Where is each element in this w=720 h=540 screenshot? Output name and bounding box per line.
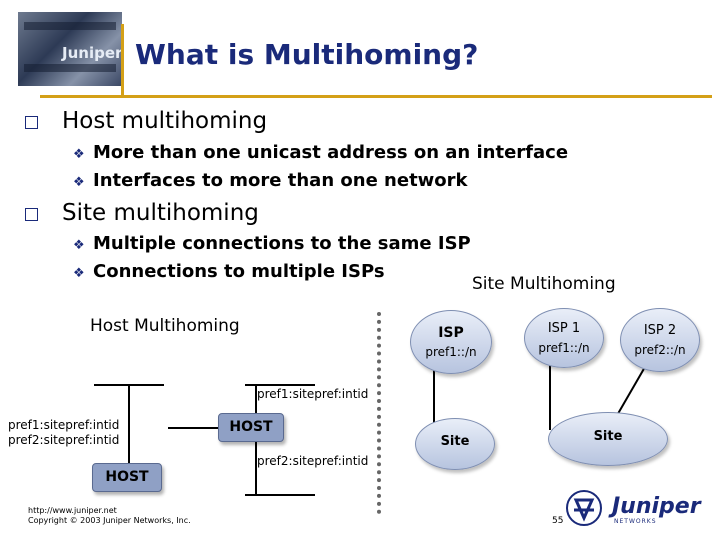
host-address-label: pref1:sitepref:intid bbox=[8, 418, 120, 432]
bullet-site-multihoming: Site multihoming bbox=[62, 200, 259, 226]
square-bullet-icon bbox=[25, 208, 38, 221]
isp1-prefix: pref1::/n bbox=[538, 341, 590, 355]
diamond-bullet-icon: ❖ bbox=[73, 266, 85, 281]
sub-bullet: Multiple connections to the same ISP bbox=[93, 233, 471, 254]
sub-bullet: Connections to multiple ISPs bbox=[93, 261, 385, 282]
link-line bbox=[549, 360, 551, 430]
network-segment bbox=[245, 384, 315, 386]
diamond-bullet-icon: ❖ bbox=[73, 238, 85, 253]
title-accent-horizontal bbox=[40, 95, 712, 98]
page-number: 55 bbox=[552, 516, 564, 526]
title-accent-vertical bbox=[121, 24, 124, 96]
juniper-logo-text: Juniper bbox=[612, 494, 701, 519]
isp1-name: ISP 1 bbox=[547, 321, 581, 336]
sub-bullet: Interfaces to more than one network bbox=[93, 170, 468, 191]
header-logo-text: Juniper bbox=[62, 44, 123, 62]
network-segment bbox=[245, 494, 315, 496]
link-line bbox=[433, 360, 435, 430]
site-label: Site bbox=[593, 429, 623, 444]
link-line bbox=[168, 427, 218, 429]
footer-url: http://www.juniper.net bbox=[28, 506, 117, 515]
footer-copyright: Copyright © 2003 Juniper Networks, Inc. bbox=[28, 516, 191, 525]
juniper-logo-subtext: NETWORKS bbox=[614, 518, 657, 525]
isp2-cloud: ISP 2 pref2::/n bbox=[620, 308, 700, 372]
site-label: Site bbox=[440, 434, 470, 449]
isp-cloud: ISP pref1::/n bbox=[410, 310, 492, 374]
isp2-prefix: pref2::/n bbox=[634, 343, 686, 357]
site-cloud-right: Site bbox=[548, 412, 668, 466]
interface-address-label: pref2:sitepref:intid bbox=[257, 454, 369, 468]
isp2-name: ISP 2 bbox=[643, 323, 677, 338]
diamond-bullet-icon: ❖ bbox=[73, 147, 85, 162]
square-bullet-icon bbox=[25, 116, 38, 129]
isp-name: ISP bbox=[438, 325, 464, 341]
slide-title: What is Multihoming? bbox=[135, 38, 479, 71]
site-cloud-left: Site bbox=[415, 418, 495, 470]
site-multihoming-heading: Site Multihoming bbox=[472, 274, 616, 294]
isp-prefix: pref1::/n bbox=[425, 345, 477, 359]
diamond-bullet-icon: ❖ bbox=[73, 175, 85, 190]
isp1-cloud: ISP 1 pref1::/n bbox=[524, 308, 604, 368]
host-address-label: pref2:sitepref:intid bbox=[8, 433, 120, 447]
juniper-logo-icon bbox=[566, 490, 602, 526]
sub-bullet: More than one unicast address on an inte… bbox=[93, 142, 569, 163]
diagram-divider bbox=[377, 312, 381, 514]
host-box-center: HOST bbox=[218, 413, 284, 442]
juniper-header-photo: Juniper bbox=[18, 12, 122, 86]
interface-address-label: pref1:sitepref:intid bbox=[257, 387, 369, 401]
host-box-left: HOST bbox=[92, 463, 162, 492]
host-multihoming-heading: Host Multihoming bbox=[90, 316, 240, 336]
link-line bbox=[128, 384, 130, 464]
bullet-host-multihoming: Host multihoming bbox=[62, 108, 268, 134]
